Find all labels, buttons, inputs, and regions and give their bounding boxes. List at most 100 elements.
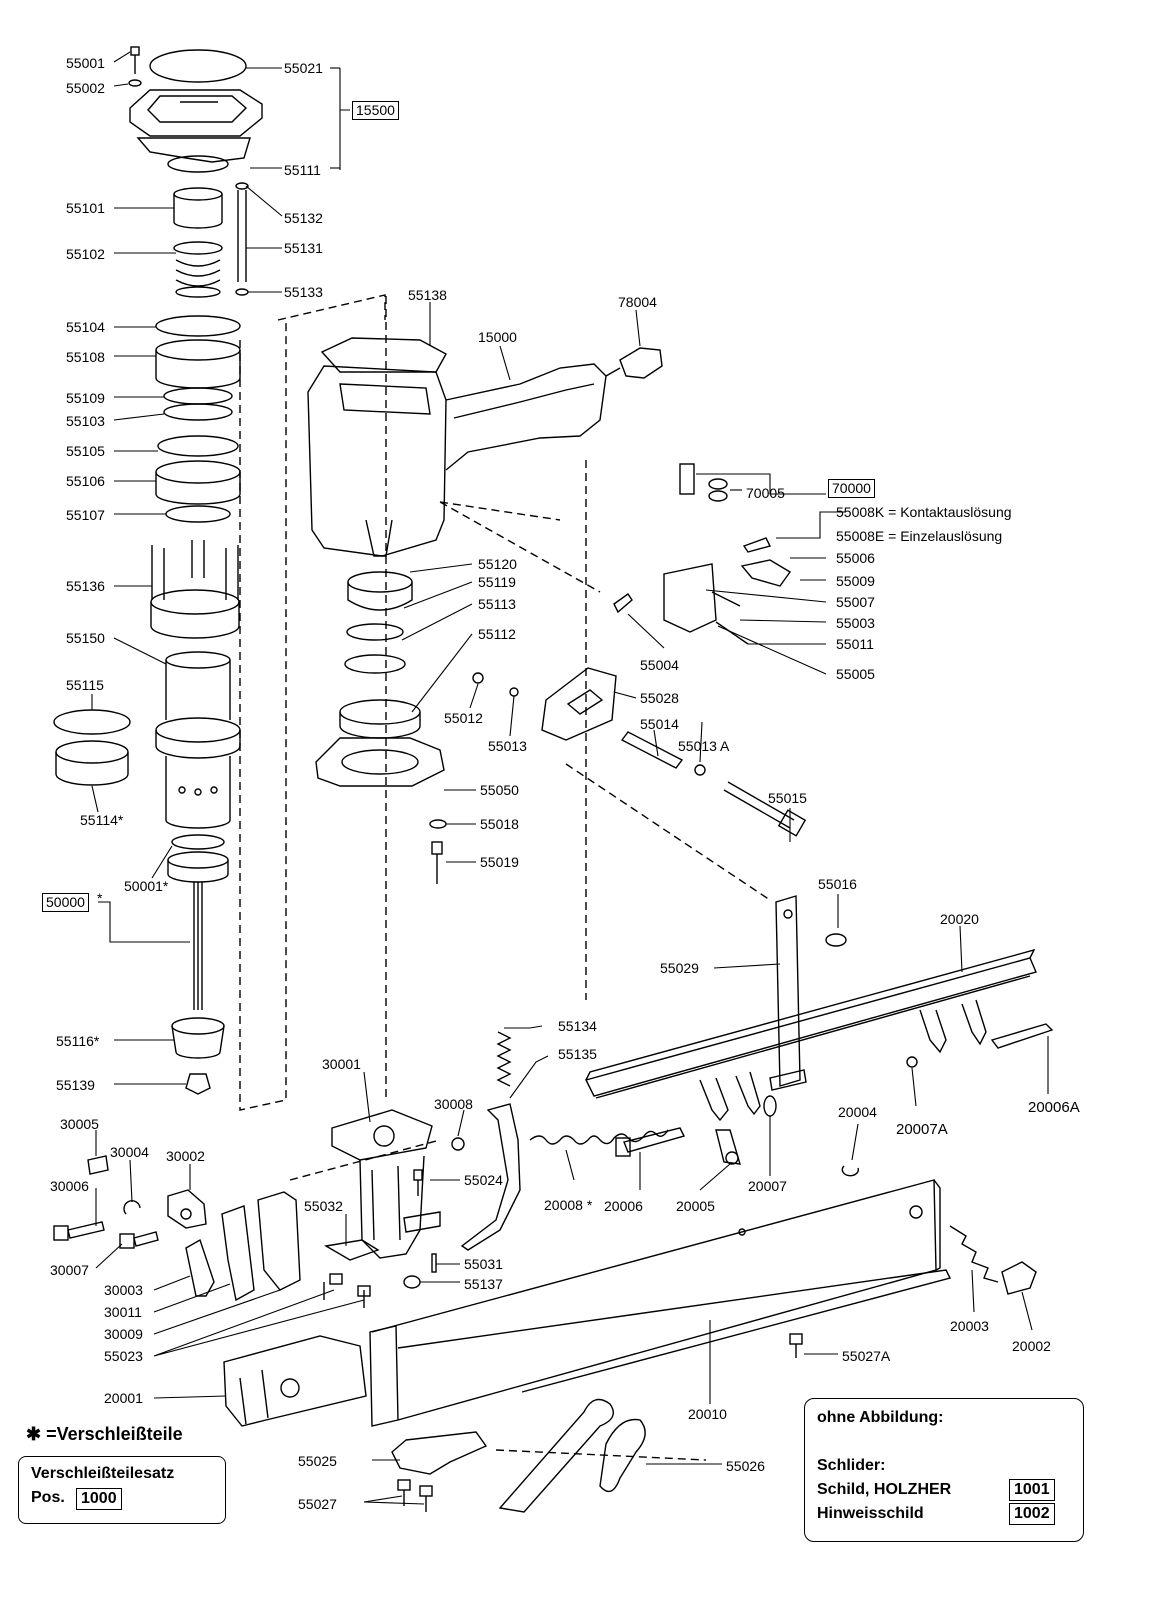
part-55119: 55119	[478, 574, 516, 590]
part-30006: 30006	[50, 1178, 89, 1194]
guide-cage	[150, 540, 240, 639]
part-30003: 30003	[104, 1282, 143, 1298]
part-55031: 55031	[464, 1256, 503, 1272]
nose-assembly	[289, 1109, 465, 1289]
tool-body	[239, 294, 663, 1111]
part-30004: 30004	[110, 1144, 149, 1160]
part-55115: 55115	[66, 677, 104, 693]
info-row-holzher-number: 1001	[1009, 1479, 1055, 1501]
part-55137: 55137	[464, 1276, 503, 1292]
part-55021: 55021	[284, 60, 323, 76]
part-20001: 20001	[104, 1390, 143, 1406]
part-30005: 30005	[60, 1116, 99, 1132]
part-55023: 55023	[104, 1348, 143, 1364]
part-55008K: 55008K = Kontaktauslösung	[836, 504, 1012, 520]
contact-spring-plate	[460, 1031, 521, 1251]
part-20007: 20007	[748, 1178, 787, 1194]
part-30011: 30011	[104, 1304, 142, 1320]
part-55111: 55111	[284, 162, 321, 178]
part-55136: 55136	[66, 578, 105, 594]
part-55027: 55027	[298, 1496, 337, 1512]
part-20007A: 20007A	[896, 1121, 948, 1138]
part-55116: 55116*	[56, 1033, 100, 1049]
kit-title: Verschleißteilesatz	[31, 1465, 175, 1482]
part-20004: 20004	[838, 1104, 877, 1120]
driver-assembly	[167, 834, 229, 1095]
part-55108: 55108	[66, 349, 105, 365]
part-55103: 55103	[66, 413, 105, 429]
part-78004: 78004	[618, 294, 657, 310]
not-illustrated-box: ohne Abbildung: Schlider: Schild, HOLZHE…	[804, 1398, 1084, 1542]
part-55150: 55150	[66, 630, 105, 646]
part-55009: 55009	[836, 573, 875, 589]
part-55114: 55114*	[80, 812, 124, 828]
part-55138: 55138	[408, 287, 447, 303]
part-55133: 55133	[284, 284, 323, 300]
part-55107: 55107	[66, 507, 105, 523]
part-50001: 50001*	[124, 878, 169, 894]
info-row-signs: Schlider:	[817, 1457, 886, 1474]
part-50000-star: *	[97, 890, 103, 906]
part-30001: 30001	[322, 1056, 361, 1072]
info-row-notice-number: 1002	[1009, 1503, 1055, 1525]
part-55028: 55028	[640, 690, 679, 706]
leader-lines	[91, 51, 1049, 1505]
wear-parts-kit-box: Verschleißteilesatz Pos. 1000	[18, 1456, 226, 1524]
cylinder-cap-assembly	[128, 46, 263, 523]
part-55029: 55029	[660, 960, 699, 976]
part-55011: 55011	[836, 636, 874, 652]
part-55008E: 55008E = Einzelauslösung	[836, 528, 1003, 544]
part-20002: 20002	[1012, 1338, 1051, 1354]
part-50000: 50000	[42, 893, 89, 912]
contact-arm-parts	[53, 1155, 371, 1308]
part-20003: 20003	[950, 1318, 989, 1334]
part-55005: 55005	[836, 666, 875, 682]
part-55109: 55109	[66, 390, 105, 406]
support-bracket	[769, 895, 807, 1091]
part-55106: 55106	[66, 473, 105, 489]
part-55004: 55004	[640, 657, 679, 673]
part-55013A: 55013 A	[678, 738, 730, 754]
wear-parts-legend: ✱ =Verschleißteile	[26, 1424, 183, 1444]
part-20008: 20008 *	[544, 1197, 593, 1213]
part-55120: 55120	[478, 556, 517, 572]
part-55101: 55101	[66, 200, 105, 216]
part-30002: 30002	[166, 1148, 205, 1164]
part-55105: 55105	[66, 443, 105, 459]
part-30009: 30009	[104, 1326, 143, 1342]
info-heading: ohne Abbildung:	[817, 1409, 944, 1426]
part-70000: 70000	[828, 479, 875, 498]
part-20020: 20020	[940, 911, 979, 927]
part-55025: 55025	[298, 1453, 337, 1469]
head-valve-stack	[315, 296, 587, 1100]
part-55019: 55019	[480, 854, 519, 870]
part-55024: 55024	[464, 1172, 503, 1188]
part-15000: 15000	[478, 329, 517, 345]
part-55001: 55001	[66, 55, 105, 71]
part-55102: 55102	[66, 246, 105, 262]
part-55134: 55134	[558, 1018, 597, 1034]
part-55112: 55112	[478, 626, 516, 642]
part-55018: 55018	[480, 816, 519, 832]
part-55113: 55113	[478, 596, 516, 612]
part-55104: 55104	[66, 319, 105, 335]
part-55131: 55131	[284, 240, 323, 256]
magazine-base	[223, 1179, 1037, 1513]
trigger-valve-group	[439, 463, 792, 645]
part-55003: 55003	[836, 615, 875, 631]
part-30008: 30008	[434, 1096, 473, 1112]
part-55135: 55135	[558, 1046, 597, 1062]
pusher-spring-group	[529, 1127, 860, 1177]
part-55007: 55007	[836, 594, 875, 610]
part-55012: 55012	[444, 710, 483, 726]
kit-pos-number: 1000	[76, 1488, 122, 1510]
part-20010: 20010	[688, 1406, 727, 1422]
part-55014: 55014	[640, 716, 679, 732]
part-55002: 55002	[66, 80, 105, 96]
part-55006: 55006	[836, 550, 875, 566]
part-20006A: 20006A	[1028, 1099, 1080, 1116]
part-55015: 55015	[768, 790, 807, 806]
part-55050: 55050	[480, 782, 519, 798]
kit-pos-label: Pos.	[31, 1489, 65, 1506]
